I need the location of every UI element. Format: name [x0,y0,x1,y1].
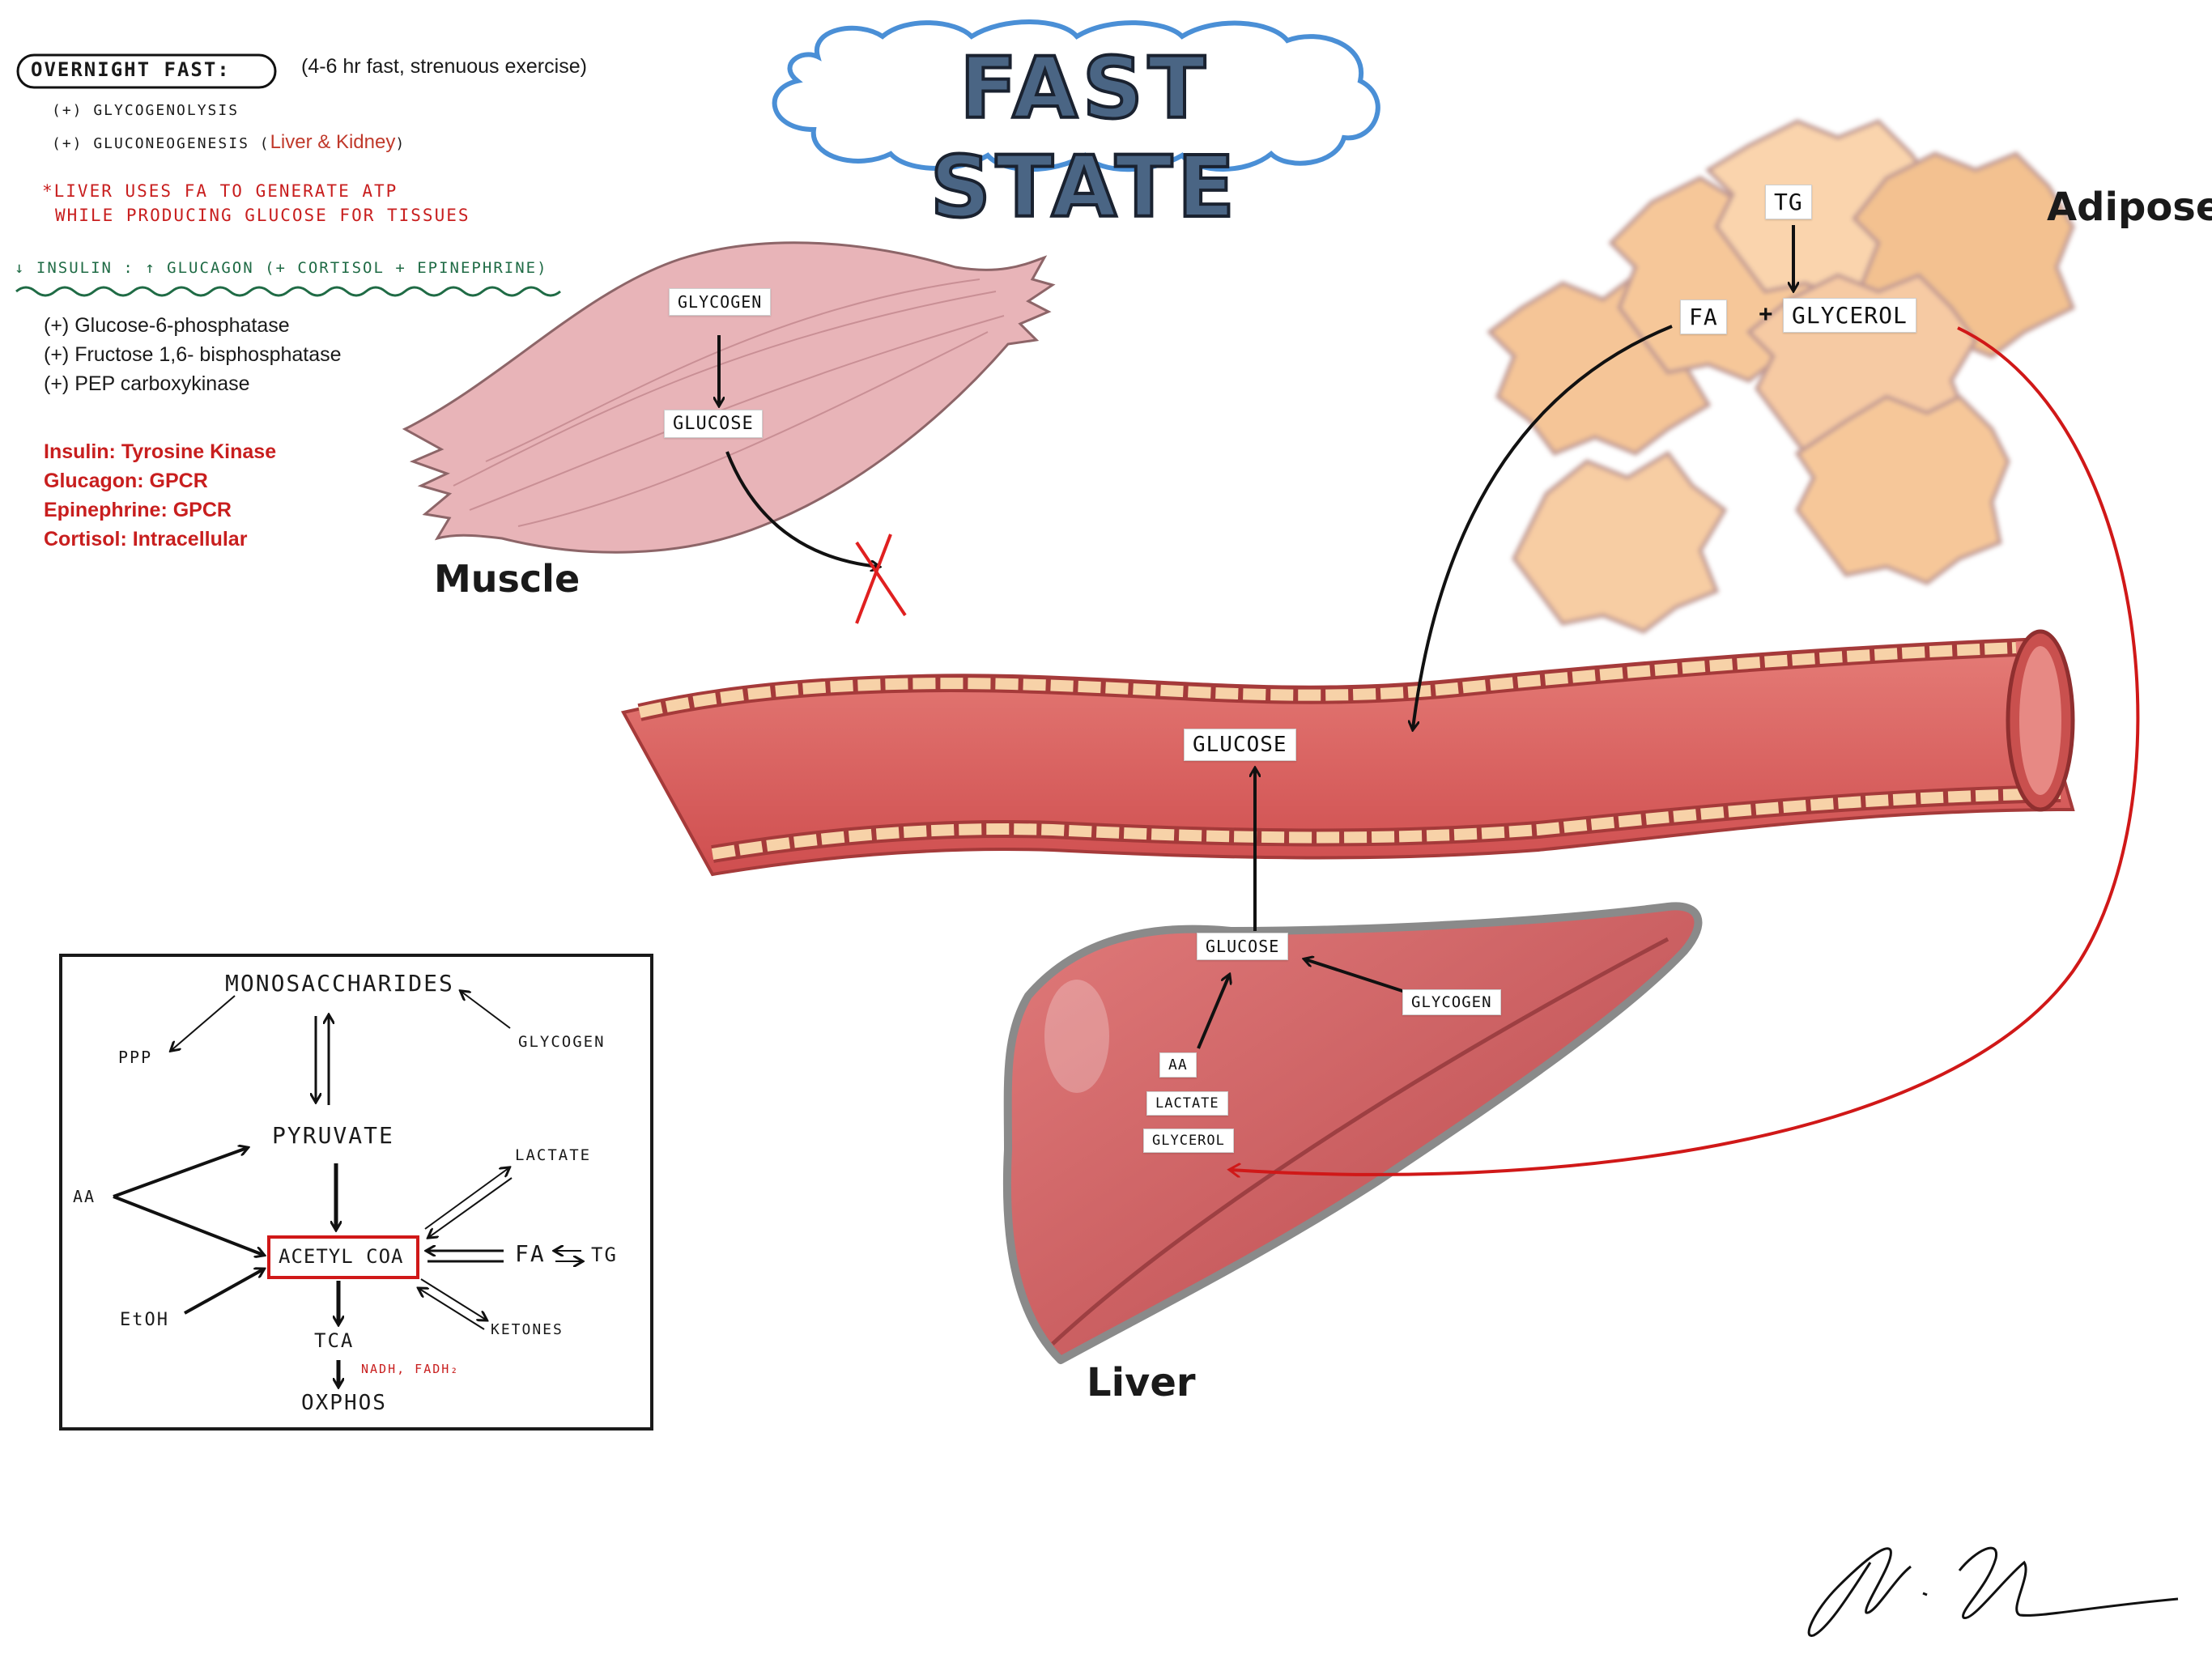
pathway-acetyl-coa: ACETYL CoA [279,1245,404,1268]
pathway-lactate: LACTATE [515,1146,592,1164]
pathway-aa: AA [73,1187,96,1206]
overnight-fast-detail: (4-6 hr fast, strenuous exercise) [301,55,587,78]
receptor-item: Epinephrine: GPCR [44,499,232,521]
adipose-fa-label: FA [1680,300,1727,334]
hormone-wave-underline [15,286,561,297]
adipose-plus-sign: + [1759,301,1773,328]
hormone-note: ↓ INSULIN : ↑ GLUCAGON (+ CORTISOL + EPI… [15,259,548,277]
liver-lactate-label: LACTATE [1146,1091,1228,1116]
pathway-nadh: NADH, FADH₂ [361,1362,460,1376]
liver-illustration [1002,902,1703,1364]
gluconeogenesis-note: (+) GLUCONEOGENESIS (Liver & Kidney) [52,131,406,154]
fa-to-blood-arrow [1413,325,1673,729]
muscle-glucose-label: GLUCOSE [664,410,763,438]
muscle-label: Muscle [434,557,581,601]
pathway-monosaccharides: MONOSACCHARIDES [225,970,454,997]
glycogenolysis-note: (+) GLYCOGENOLYSIS [52,102,240,119]
liver-glycogen-label: GLYCOGEN [1402,989,1501,1015]
pathway-ketones: KETONES [491,1321,564,1338]
pathway-oxphos: OXPHOS [301,1391,387,1415]
enzyme-item: (+) Glucose-6-phosphatase [44,314,290,337]
glycerol-to-liver-arrow [1231,326,2140,1175]
gluconeogenesis-close: ) [395,135,406,152]
receptor-item: Glucagon: GPCR [44,470,208,492]
adipose-label: Adipose [2047,185,2212,230]
gluconeogenesis-site: Liver & Kidney [270,131,396,153]
liver-label: Liver [1087,1360,1196,1405]
adipose-illustration [1487,119,2076,634]
pathway-ppp: PPP [118,1048,153,1067]
liver-glycerol-label: GLYCEROL [1143,1129,1234,1153]
enzyme-item: (+) PEP carboxykinase [44,372,250,395]
receptor-item: Cortisol: Intracellular [44,528,248,551]
overnight-fast-heading: OVERNIGHT FAST: [31,58,231,81]
enzyme-item: (+) Fructose 1,6- bisphosphatase [44,343,342,366]
blood-glucose-label: GLUCOSE [1184,729,1296,761]
liver-fa-note-line1: *LIVER USES FA TO GENERATE ATP [42,181,398,201]
muscle-glucose-export-arrow [725,451,878,567]
liver-aa-label: AA [1159,1052,1197,1078]
signature-mark [1807,1546,2179,1637]
liver-glycogen-to-glucose-arrow [1305,959,1406,993]
liver-glucose-label: GLUCOSE [1197,933,1289,960]
adipose-glycerol-label: GLYCEROL [1783,298,1916,333]
liver-fa-note-line2: WHILE PRODUCING GLUCOSE FOR TISSUES [55,206,470,225]
enzyme-list: (+) Glucose-6-phosphatase (+) Fructose 1… [44,311,342,398]
blocked-x-icon [855,534,907,624]
gluconeogenesis-label: (+) GLUCONEOGENESIS ( [52,135,270,152]
pathway-arrows [113,992,581,1386]
receptor-item: Insulin: Tyrosine Kinase [44,440,277,463]
adipose-tg-label: TG [1765,185,1812,219]
pathway-glycogen: GLYCOGEN [518,1033,606,1051]
pathway-etoh: EtOH [120,1310,169,1330]
muscle-glycogen-label: GLYCOGEN [669,288,772,316]
pathway-box-frame [59,954,653,1431]
pathway-tca: TCA [314,1329,355,1352]
title-cloud [772,19,1380,172]
pathway-fa: FA [515,1240,546,1267]
blood-vessel-illustration [620,629,2075,877]
page-title: FAST STATE [929,37,1240,238]
pathway-tg: TG [591,1244,618,1266]
acetyl-coa-highlight [267,1235,419,1279]
liver-aa-to-glucose-arrow [1197,976,1229,1049]
receptor-list: Insulin: Tyrosine Kinase Glucagon: GPCR … [44,437,276,554]
overnight-fast-pill [16,53,277,89]
pathway-pyruvate: PYRUVATE [272,1122,394,1149]
